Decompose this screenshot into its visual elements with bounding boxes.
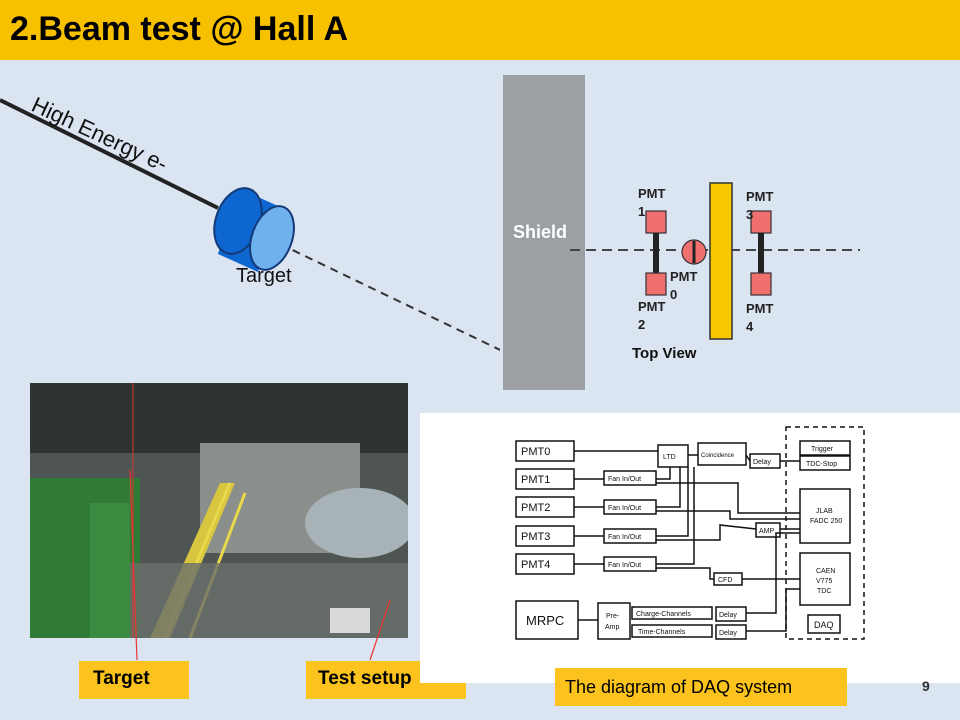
daq-daq-text: DAQ bbox=[814, 620, 834, 630]
daq-caen-text-2: V775 bbox=[816, 578, 832, 585]
daq-preamp-box bbox=[597, 602, 631, 640]
beam-diagram: High Energy e- bbox=[0, 92, 500, 351]
daq-mrpc-text: MRPC bbox=[526, 613, 564, 628]
beam-line bbox=[0, 98, 219, 210]
daq-delay3-text: Delay bbox=[719, 630, 737, 637]
daq-pmt2-text: PMT2 bbox=[521, 502, 550, 514]
pmt0-label: PMT 0 bbox=[670, 269, 698, 302]
hall-a-photo bbox=[30, 383, 408, 638]
title-bar bbox=[0, 0, 960, 60]
daq-ltd-text: LTD bbox=[663, 454, 676, 461]
pmt4-label: PMT 4 bbox=[746, 301, 774, 334]
pmt4-box bbox=[750, 272, 772, 296]
daq-crate-dashed bbox=[785, 426, 865, 640]
daq-amp-text: AMP bbox=[759, 528, 775, 535]
daq-pmt0-text: PMT0 bbox=[521, 446, 550, 458]
page-number: 9 bbox=[922, 678, 930, 694]
shield bbox=[503, 75, 585, 390]
pmt34-connector bbox=[758, 233, 764, 273]
daq-charge-text: Charge-Channels bbox=[636, 611, 691, 618]
daq-pmt1-text: PMT1 bbox=[521, 474, 550, 486]
daq-delay1-text: Delay bbox=[753, 459, 771, 466]
daq-preamp-text-1: Pre- bbox=[606, 613, 620, 620]
daq-charge-box bbox=[631, 606, 713, 620]
daq-ltd-box bbox=[657, 444, 689, 468]
daq-pmt3-text: PMT3 bbox=[521, 531, 550, 543]
daq-time-box bbox=[631, 624, 713, 638]
target-caption: Target bbox=[79, 661, 189, 699]
daq-caen-text-3: TDC bbox=[817, 588, 831, 595]
daq-trigger-box bbox=[799, 440, 851, 456]
daq-diagram: PMT0 PMT1 PMT2 PMT3 PMT4 MRPC LTD Coinci… bbox=[515, 426, 865, 640]
pmt1-label: PMT 1 bbox=[638, 186, 666, 219]
daq-amp-box bbox=[755, 522, 781, 538]
daq-coincidence-box bbox=[697, 442, 747, 466]
top-view-label: Top View bbox=[632, 345, 697, 362]
slide-title: 2.Beam test @ Hall A bbox=[10, 10, 349, 48]
daq-caption: The diagram of DAQ system bbox=[555, 668, 847, 706]
daq-jlab-box bbox=[799, 488, 851, 544]
pmt12-connector bbox=[653, 233, 659, 273]
top-view-diagram bbox=[570, 182, 860, 340]
pmt2-label: PMT 2 bbox=[638, 299, 666, 332]
daq-fan3-text: Fan In/Out bbox=[608, 534, 641, 541]
daq-preamp-text-2: Amp bbox=[605, 624, 620, 631]
daq-tdcstop-box bbox=[799, 455, 851, 471]
scintillator-bar bbox=[709, 182, 733, 340]
daq-delay3-box bbox=[715, 624, 747, 640]
hall-a-photo-illustration bbox=[30, 383, 408, 638]
pmt2-box bbox=[645, 272, 667, 296]
scatter-line bbox=[279, 243, 500, 351]
daq-delay2-text: Delay bbox=[719, 612, 737, 619]
daq-trigger-text: Trigger bbox=[811, 446, 834, 453]
daq-cfd-text: CFD bbox=[718, 577, 732, 584]
daq-jlab-text-2: FADC 250 bbox=[810, 518, 842, 525]
daq-jlab-text-1: JLAB bbox=[816, 508, 833, 515]
daq-fan1-text: Fan In/Out bbox=[608, 476, 641, 483]
daq-time-text: Time-Channels bbox=[638, 629, 686, 636]
daq-delay2-box bbox=[715, 606, 747, 622]
daq-tdcstop-text: TDC-Stop bbox=[806, 461, 837, 468]
daq-fan1-box bbox=[603, 470, 657, 486]
daq-coincidence-text: Coincidence bbox=[701, 453, 735, 459]
daq-pmt4-text: PMT4 bbox=[521, 559, 550, 571]
target-label: Target bbox=[236, 265, 292, 287]
daq-fan4-text: Fan In/Out bbox=[608, 562, 641, 569]
pmt3-label: PMT 3 bbox=[746, 189, 774, 222]
daq-panel: PMT0 PMT1 PMT2 PMT3 PMT4 MRPC LTD Coinci… bbox=[420, 413, 960, 683]
daq-fan2-text: Fan In/Out bbox=[608, 505, 641, 512]
beam-label: High Energy e- bbox=[28, 92, 172, 177]
target-cylinder bbox=[213, 187, 295, 272]
daq-daq-box bbox=[807, 614, 841, 634]
shield-label: Shield bbox=[513, 222, 568, 242]
daq-caen-text-1: CAEN bbox=[816, 568, 835, 575]
caption-pointers bbox=[129, 470, 391, 661]
